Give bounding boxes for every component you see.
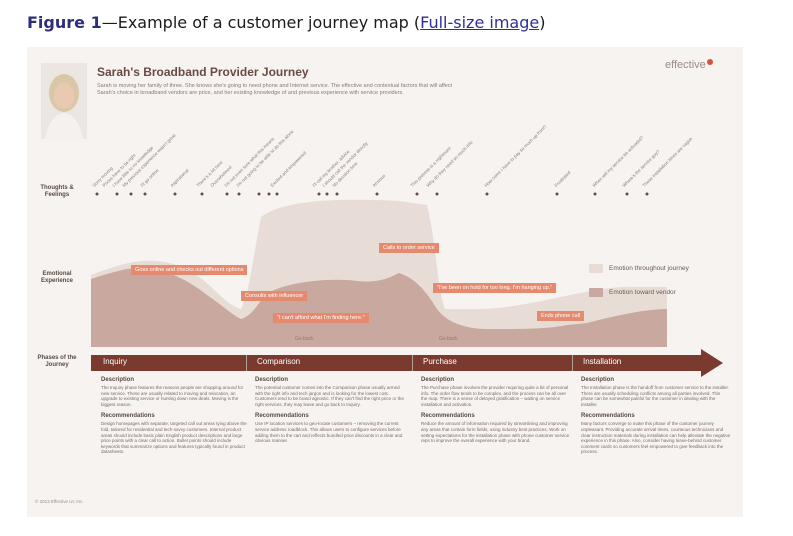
phase-arrow-bar — [91, 355, 701, 371]
thought-markers — [95, 192, 649, 196]
phase-purchase: Purchase — [423, 357, 457, 366]
recommendations-heading: Recommendations — [101, 413, 155, 420]
recommendations-heading: Recommendations — [421, 413, 475, 420]
phase-divider — [572, 355, 573, 371]
legend-label: Emotion throughout journey — [609, 265, 689, 273]
map-description: Sarah is moving her family of three. She… — [97, 83, 453, 96]
go-back-label: Go back — [295, 336, 314, 342]
phase-recommendations: Reduce the amount of information require… — [421, 421, 570, 444]
legend-item-vendor: Emotion toward vendor — [589, 288, 676, 297]
callout-cant-afford: "I can't afford what I'm finding here." — [273, 313, 369, 323]
copyright: © 2013 Effective UI, Inc. — [35, 499, 84, 504]
description-heading: Description — [581, 377, 615, 383]
thought-label: Frustrated — [553, 169, 572, 188]
thought-label: How come I have to pay so much up front? — [483, 123, 548, 188]
row-label-thoughts: Thoughts & Feelings — [40, 185, 74, 198]
row-label-phases: Phases of the Journey — [37, 355, 77, 368]
thought-label: I'm not even sure what this means — [223, 136, 276, 188]
phase-column-installation: Description The Installation phase is th… — [581, 377, 731, 461]
brand-dot-icon — [706, 59, 713, 65]
emotion-chart — [91, 192, 667, 347]
phase-divider — [412, 355, 413, 371]
phase-description: The Installation phase is the handoff fr… — [581, 385, 729, 407]
thought-label: Anxious — [371, 173, 387, 188]
recommendations-heading: Recommendations — [255, 413, 309, 420]
brand-logo: effective — [665, 59, 713, 71]
thought-label: I'll go online — [139, 167, 160, 188]
recommendations-heading: Recommendations — [581, 413, 635, 420]
description-heading: Description — [421, 377, 455, 383]
full-size-image-link[interactable]: Full-size image — [420, 13, 540, 32]
phase-recommendations: Many factors converge to make this phase… — [581, 421, 731, 455]
callout-on-hold: "I've been on hold for too long. I'm han… — [433, 283, 557, 293]
description-heading: Description — [255, 377, 289, 383]
figure-caption: Figure 1—Example of a customer journey m… — [27, 13, 545, 32]
thought-label: I'm not going to be able to do this alon… — [235, 129, 295, 188]
go-back-label: Go back — [439, 336, 458, 342]
phase-description: The Purchase phase involves the provider… — [421, 385, 569, 407]
thought-label: Aspirational — [169, 167, 190, 188]
thought-label: Excited and empowered — [269, 150, 308, 188]
phase-divider — [246, 355, 247, 371]
phase-recommendations: Design homepages with separate, targeted… — [101, 421, 247, 455]
phase-column-comparison: Description The potential customer comes… — [255, 377, 405, 450]
callout-consults-influencer: Consults with influencer — [241, 291, 308, 301]
phase-recommendations: Use IP location services to geo-locate c… — [255, 421, 403, 444]
thought-label: When will my service be activated? — [591, 134, 645, 188]
row-label-emotional: Emotional Experience — [40, 271, 74, 284]
persona-photo — [41, 63, 87, 139]
callout-ends-call: Ends phone call — [537, 311, 585, 321]
emotion-vendor-area — [91, 267, 667, 347]
emotion-throughout-area — [91, 199, 667, 347]
thought-label: I'll call my brother, advice — [311, 149, 351, 188]
phase-description: The Inquiry phase features the reasons p… — [101, 385, 244, 407]
phase-column-purchase: Description The Purchase phase involves … — [421, 377, 571, 450]
thought-label: I should call the vendor directly — [321, 140, 369, 188]
phase-comparison: Comparison — [257, 357, 301, 366]
phase-inquiry: Inquiry — [103, 357, 128, 366]
phase-installation: Installation — [583, 357, 622, 366]
legend-swatch — [589, 288, 603, 297]
map-title: Sarah's Broadband Provider Journey — [97, 65, 309, 79]
caption-dash: — — [101, 13, 118, 32]
figure-number: Figure 1 — [27, 13, 102, 32]
description-heading: Description — [101, 377, 135, 383]
phase-description: The potential customer comes into the Co… — [255, 385, 404, 407]
arrow-head-icon — [701, 349, 723, 377]
journey-map-image[interactable]: Sarah's Broadband Provider Journey Sarah… — [27, 47, 743, 517]
caption-text: Example of a customer journey map ( — [117, 13, 421, 32]
legend-swatch — [589, 264, 603, 273]
caption-close: ) — [539, 13, 546, 32]
legend-item-throughout: Emotion throughout journey — [589, 264, 689, 273]
callout-goes-online: Goes online and checks out different opt… — [131, 265, 248, 275]
phase-column-inquiry: Description The Inquiry phase features t… — [101, 377, 251, 461]
callout-calls-to-order: Calls to order service — [379, 243, 439, 253]
legend-label: Emotion toward vendor — [609, 289, 676, 297]
brand-name: effective — [665, 59, 706, 71]
